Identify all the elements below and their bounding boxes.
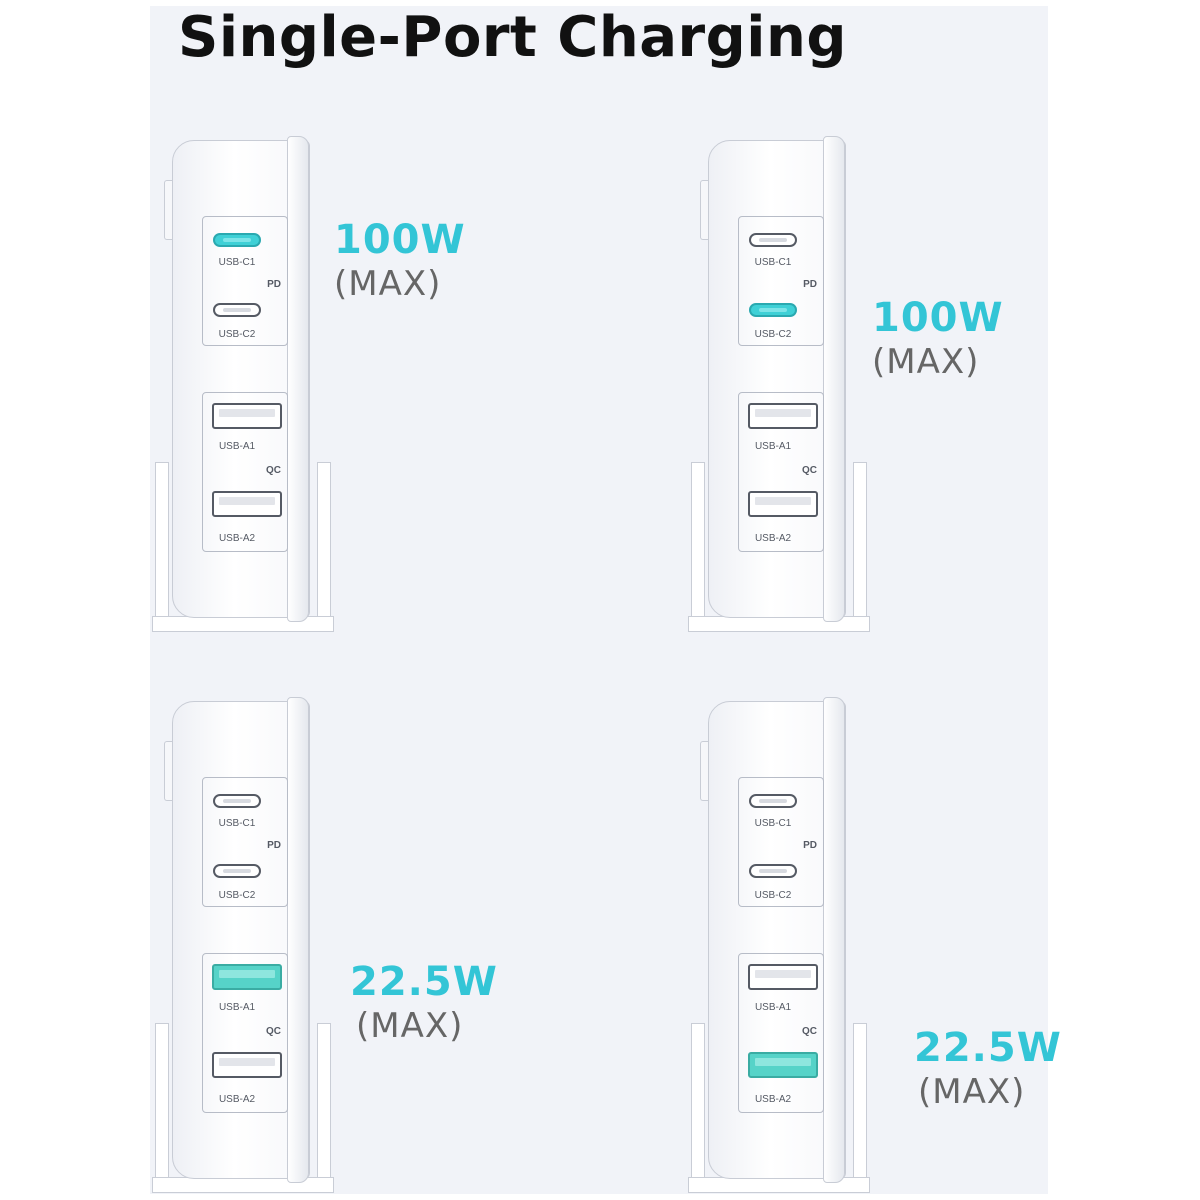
- pd-label: PD: [267, 840, 281, 851]
- watts-value: 100W: [872, 295, 1004, 341]
- usb-c2-port: [749, 303, 797, 317]
- usb-c2-label: USB-C2: [754, 890, 792, 901]
- page-title: Single-Port Charging: [178, 5, 847, 70]
- usb-a2-label: USB-A2: [218, 1094, 256, 1105]
- charger-c1: USB-C1 PD USB-C2 USB-A1 QC USB-A2: [152, 136, 334, 632]
- usb-a-port-group: USB-A1 QC USB-A2: [738, 953, 824, 1113]
- charger-stand: [152, 1023, 334, 1193]
- qc-label: QC: [266, 465, 281, 476]
- usb-a1-port: [748, 403, 818, 429]
- charger-side-edge: [287, 136, 309, 622]
- usb-c1-label: USB-C1: [754, 257, 792, 268]
- usb-a1-port: [212, 964, 282, 990]
- usb-a1-label: USB-A1: [754, 441, 792, 452]
- usb-a2-port: [212, 1052, 282, 1078]
- usb-a-port-group: USB-A1 QC USB-A2: [738, 392, 824, 552]
- charger-stand: [688, 1023, 870, 1193]
- power-readout-c2: 100W (MAX): [872, 296, 1004, 384]
- usb-c-port-group: USB-C1 PD USB-C2: [738, 777, 824, 907]
- usb-a2-port: [748, 1052, 818, 1078]
- usb-c2-label: USB-C2: [218, 329, 256, 340]
- qc-label: QC: [266, 1026, 281, 1037]
- power-readout-a1: 22.5W (MAX): [350, 960, 498, 1048]
- usb-c1-label: USB-C1: [218, 257, 256, 268]
- usb-c-port-group: USB-C1 PD USB-C2: [738, 216, 824, 346]
- charger-side-edge: [287, 697, 309, 1183]
- watts-value: 100W: [334, 217, 466, 263]
- pd-label: PD: [803, 279, 817, 290]
- usb-c1-port: [749, 233, 797, 247]
- charger-a1: USB-C1 PD USB-C2 USB-A1 QC USB-A2: [152, 697, 334, 1193]
- usb-c1-label: USB-C1: [218, 818, 256, 829]
- usb-a1-port: [748, 964, 818, 990]
- usb-a2-port: [212, 491, 282, 517]
- power-readout-c1: 100W (MAX): [334, 218, 466, 306]
- charger-a2: USB-C1 PD USB-C2 USB-A1 QC USB-A2: [688, 697, 870, 1193]
- charger-side-edge: [823, 697, 845, 1183]
- pd-label: PD: [267, 279, 281, 290]
- max-label: (MAX): [356, 1006, 464, 1046]
- power-readout-a2: 22.5W (MAX): [914, 1026, 1062, 1114]
- watts-value: 22.5W: [914, 1025, 1062, 1071]
- usb-a2-port: [748, 491, 818, 517]
- usb-c2-label: USB-C2: [754, 329, 792, 340]
- charger-c2: USB-C1 PD USB-C2 USB-A1 QC USB-A2: [688, 136, 870, 632]
- pd-label: PD: [803, 840, 817, 851]
- usb-c1-port: [213, 794, 261, 808]
- usb-a-port-group: USB-A1 QC USB-A2: [202, 953, 288, 1113]
- usb-a1-label: USB-A1: [754, 1002, 792, 1013]
- watts-value: 22.5W: [350, 959, 498, 1005]
- usb-c2-label: USB-C2: [218, 890, 256, 901]
- usb-a-port-group: USB-A1 QC USB-A2: [202, 392, 288, 552]
- charger-stand: [688, 462, 870, 632]
- qc-label: QC: [802, 1026, 817, 1037]
- usb-a2-label: USB-A2: [754, 533, 792, 544]
- usb-c2-port: [213, 864, 261, 878]
- usb-c1-label: USB-C1: [754, 818, 792, 829]
- qc-label: QC: [802, 465, 817, 476]
- max-label: (MAX): [918, 1072, 1026, 1112]
- usb-c-port-group: USB-C1 PD USB-C2: [202, 216, 288, 346]
- usb-a2-label: USB-A2: [218, 533, 256, 544]
- max-label: (MAX): [334, 264, 442, 304]
- usb-a2-label: USB-A2: [754, 1094, 792, 1105]
- usb-a1-label: USB-A1: [218, 1002, 256, 1013]
- usb-c1-port: [213, 233, 261, 247]
- usb-c2-port: [749, 864, 797, 878]
- usb-c2-port: [213, 303, 261, 317]
- charger-side-edge: [823, 136, 845, 622]
- usb-c-port-group: USB-C1 PD USB-C2: [202, 777, 288, 907]
- max-label: (MAX): [872, 342, 980, 382]
- usb-a1-label: USB-A1: [218, 441, 256, 452]
- usb-c1-port: [749, 794, 797, 808]
- usb-a1-port: [212, 403, 282, 429]
